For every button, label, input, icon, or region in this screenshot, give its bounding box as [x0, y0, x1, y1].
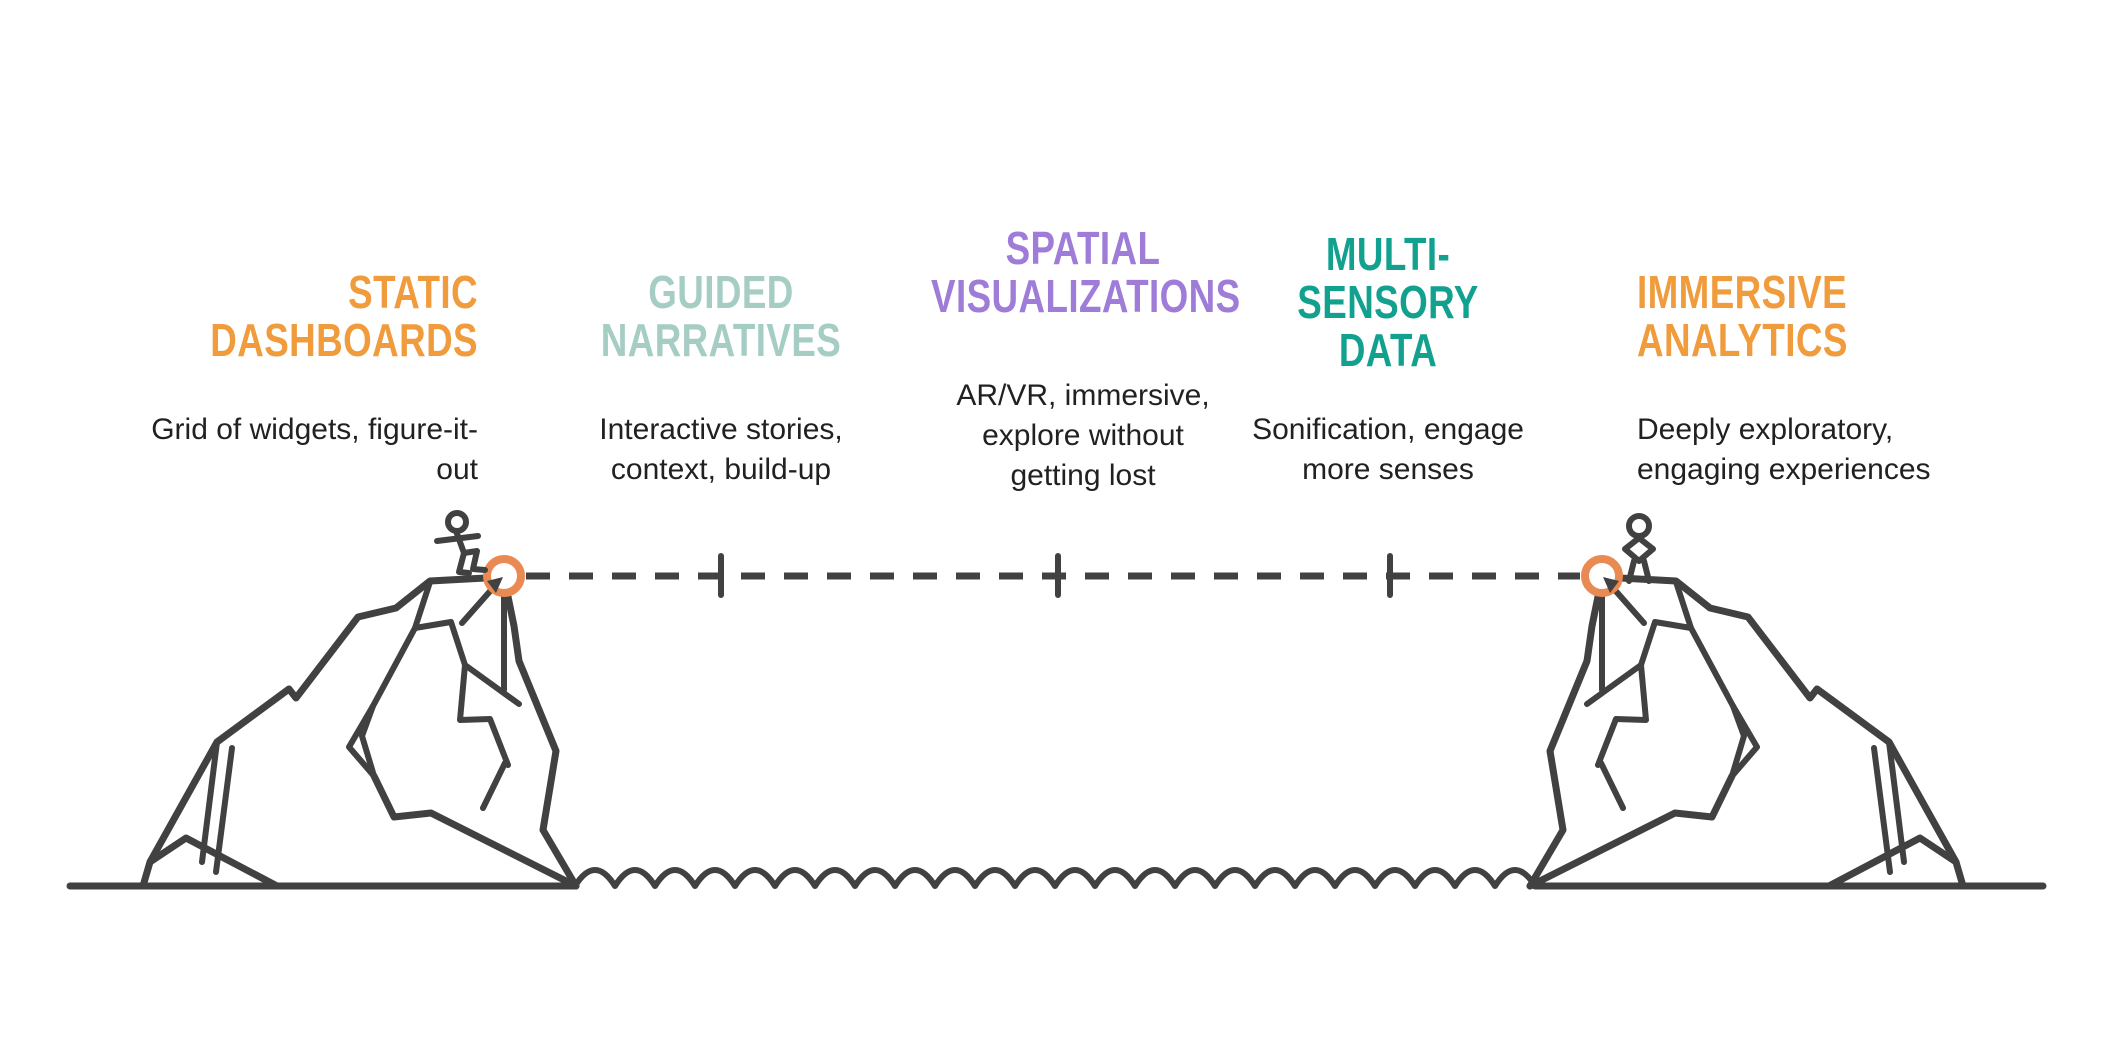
- stage-immersive-analytics: IMMERSIVE ANALYTICS Deeply exploratory, …: [1637, 250, 2037, 508]
- stage-title: IMMERSIVE ANALYTICS: [1637, 266, 1848, 366]
- stage-spatial-visualizations: SPATIAL VISUALIZATIONS AR/VR, immersive,…: [893, 206, 1273, 514]
- water-waves-line: [572, 867, 1538, 889]
- stage-static-dashboards: STATIC DASHBOARDS Grid of widgets, figur…: [118, 250, 478, 508]
- right-arrowhead-icon: [1603, 577, 1619, 593]
- stage-description: Deeply exploratory, engaging experiences: [1637, 413, 1931, 486]
- stage-guided-narratives: GUIDED NARRATIVES Interactive stories, c…: [541, 250, 901, 508]
- left-arrowhead-icon: [487, 577, 503, 593]
- crouching-stick-figure: [434, 510, 488, 576]
- stage-multi-sensory-data: MULTI- SENSORY DATA Sonification, engage…: [1218, 212, 1558, 508]
- stage-description: Grid of widgets, figure-it- out: [151, 413, 478, 486]
- stage-description: Interactive stories, context, build-up: [599, 413, 843, 486]
- left-anchor-ring: [483, 555, 525, 597]
- stage-title: STATIC DASHBOARDS: [210, 266, 478, 366]
- standing-stick-figure: [1622, 513, 1656, 584]
- tightrope-tick-marks: [718, 553, 1393, 598]
- left-anchor-arrow: [459, 586, 495, 626]
- right-cliff: [1526, 573, 1967, 890]
- stage-title: MULTI- SENSORY DATA: [1297, 228, 1479, 376]
- stage-title: SPATIAL VISUALIZATIONS: [931, 222, 1241, 322]
- left-cliff: [139, 573, 580, 890]
- stage-description: AR/VR, immersive, explore without gettin…: [956, 379, 1210, 492]
- right-anchor-arrow: [1611, 586, 1647, 626]
- stage-description: Sonification, engage more senses: [1252, 413, 1524, 486]
- right-anchor-ring: [1581, 555, 1623, 597]
- stage-title: GUIDED NARRATIVES: [600, 266, 842, 366]
